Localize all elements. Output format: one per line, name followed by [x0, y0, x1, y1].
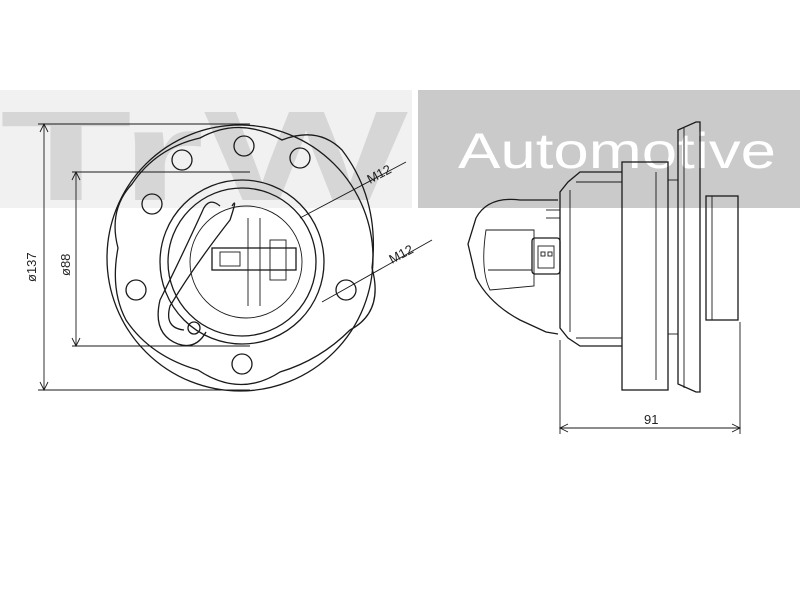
sensor-block: [211, 247, 297, 271]
bolt-holes: [125, 135, 357, 375]
side-connector: [531, 237, 561, 275]
hub-ring-mid: [167, 187, 317, 337]
sensor-cable: [167, 202, 236, 331]
front-view: ø137 ø88 M12 M12: [24, 122, 433, 392]
dim-width: 91: [558, 322, 742, 434]
side-sensor-module: [467, 198, 559, 335]
side-sensor-inner: [483, 229, 535, 291]
sensor-cable: [157, 201, 221, 347]
hub-ring-inner: [189, 205, 303, 319]
dim-outer-diameter: ø137: [24, 122, 250, 392]
bolt-hole: [335, 279, 357, 301]
sensor-block-inner: [219, 251, 241, 267]
watermark: TrW Automotive: [0, 85, 800, 228]
bolt-hole: [289, 147, 311, 169]
watermark-brand-right: Automotive: [458, 123, 776, 179]
bolt-hole: [233, 135, 255, 157]
flange-lobe-outline: [114, 126, 376, 386]
bolt-bottom-label: M12: [386, 242, 415, 267]
bolt-callout-lower: M12: [321, 239, 433, 303]
pcd-label: ø88: [58, 254, 73, 276]
cable-clip: [187, 321, 201, 335]
abs-sensor-front: [157, 201, 297, 347]
hub-ring-outer: [159, 179, 325, 345]
bolt-hole: [231, 353, 253, 375]
bolt-hole: [171, 149, 193, 171]
bolt-hole: [141, 193, 163, 215]
bolt-hole: [125, 279, 147, 301]
side-housing: [621, 161, 669, 391]
side-view: 91: [467, 121, 742, 434]
outer-diameter-label: ø137: [24, 252, 39, 282]
side-spigot: [705, 195, 739, 321]
dim-pcd: ø88: [58, 170, 250, 348]
side-flange: [677, 121, 701, 393]
watermark-brand-box: [418, 90, 800, 208]
watermark-brand-left: TrW: [0, 85, 408, 228]
sensor-connector: [269, 239, 287, 281]
width-label: 91: [644, 412, 658, 427]
